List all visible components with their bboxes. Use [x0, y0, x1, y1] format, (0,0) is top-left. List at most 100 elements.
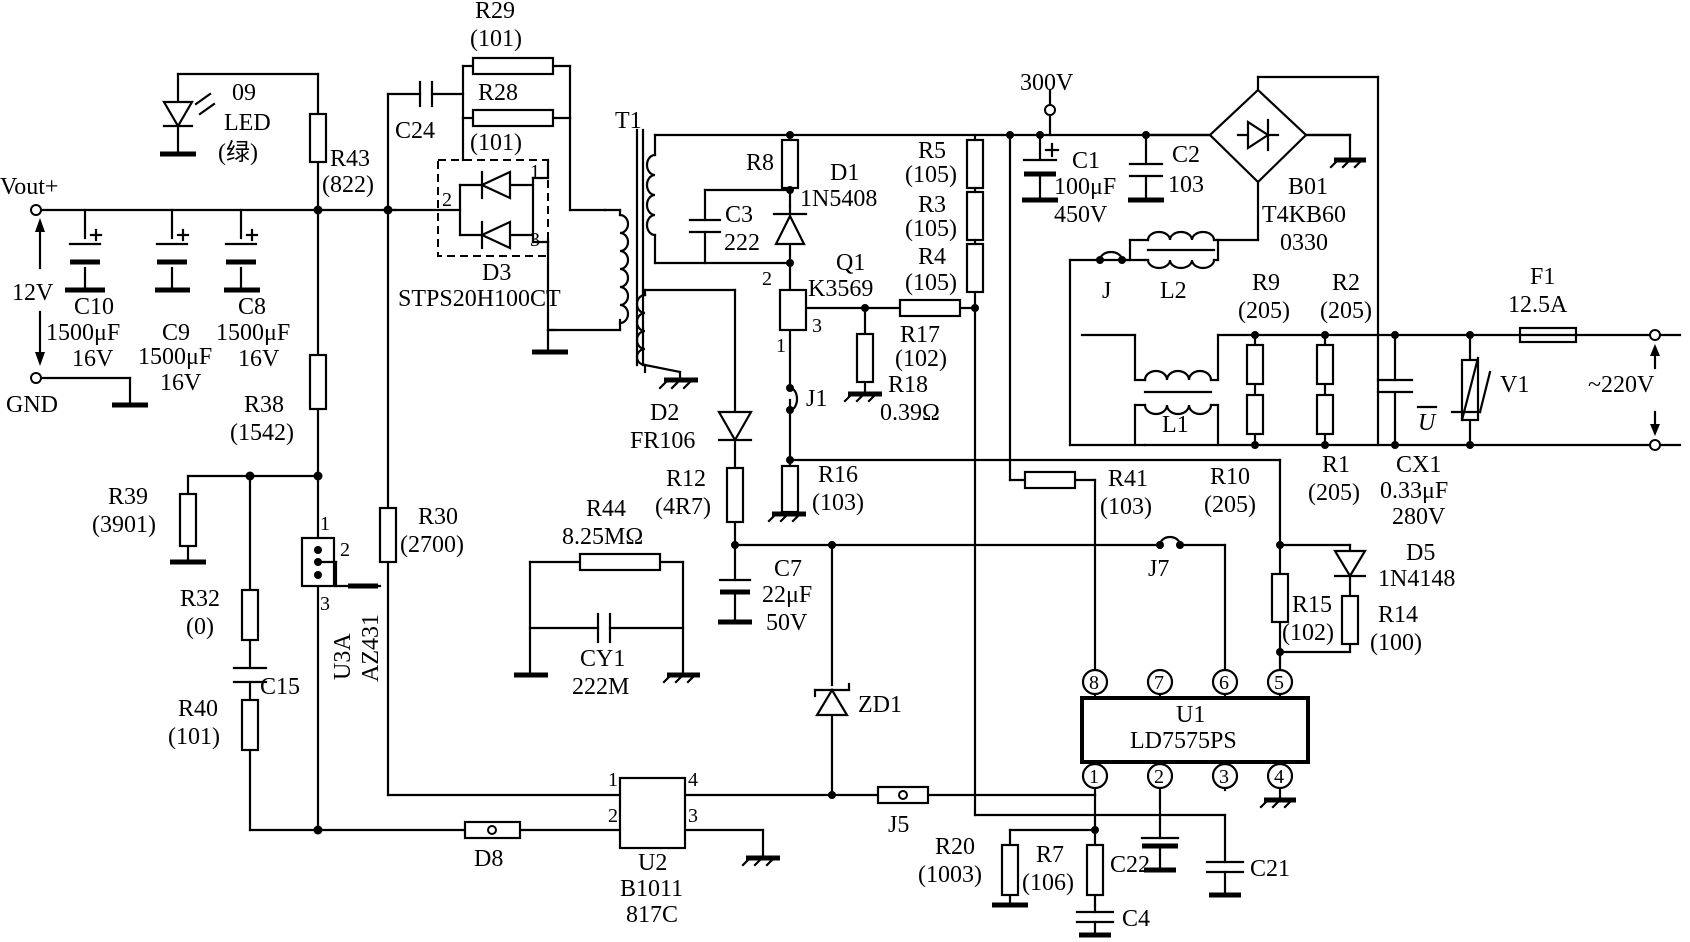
resistor-r8	[780, 138, 800, 190]
label-d3-pin2: 2	[442, 189, 452, 211]
transformer-t1-secondary	[618, 213, 630, 325]
resistor-r28	[471, 108, 555, 128]
label-r29: R29	[475, 0, 515, 24]
label-c2: C2	[1172, 142, 1200, 168]
label-j5: J5	[888, 812, 909, 838]
label-r32: R32	[180, 586, 220, 612]
diode-d2	[717, 410, 753, 443]
label-j7: J7	[1148, 556, 1169, 582]
label-q1: Q1	[836, 250, 865, 276]
diode-d5	[1333, 549, 1367, 579]
label-d2-part: FR106	[630, 428, 695, 454]
label-r40-value: (101)	[168, 724, 220, 750]
label-r1-value: (205)	[1308, 480, 1360, 506]
label-c9-voltage: 16V	[160, 370, 202, 396]
resistor-r3	[965, 190, 985, 242]
label-r39-value: (3901)	[92, 512, 156, 538]
label-c7-value: 22μF	[762, 582, 812, 608]
label-u2-pin3: 3	[688, 805, 698, 827]
label-c9-value: 1500μF	[138, 344, 212, 370]
label-d3: D3	[482, 260, 511, 286]
label-u3a-pin1: 1	[320, 513, 330, 535]
label-d8: D8	[474, 846, 503, 872]
label-r4-value: (105)	[905, 270, 957, 296]
labels: R29 (101) R28 (101) C24 09 LED (绿) R43 (…	[0, 0, 1655, 932]
resistor-r44	[578, 552, 662, 572]
label-u1-pin3: 3	[1219, 766, 1229, 788]
label-d2: D2	[650, 400, 679, 426]
label-c15: C15	[260, 674, 300, 700]
resistor-r1	[1315, 393, 1335, 436]
regulator-u3a	[300, 536, 378, 589]
label-u2-pin1: 1	[608, 769, 618, 791]
label-r9-value: (205)	[1238, 298, 1290, 324]
label-r9: R9	[1252, 270, 1280, 296]
label-cx1: CX1	[1396, 452, 1441, 478]
label-c1-voltage: 450V	[1054, 202, 1108, 228]
label-r16: R16	[818, 462, 858, 488]
label-u2-part: B1011	[620, 876, 683, 902]
label-r28: R28	[478, 80, 518, 106]
label-c9: C9	[162, 320, 190, 346]
jumper-j	[1096, 238, 1132, 264]
resistor-r9b	[1245, 393, 1265, 436]
label-c3: C3	[725, 202, 753, 228]
label-cx1-voltage: 280V	[1392, 504, 1446, 530]
label-t1: T1	[615, 108, 642, 134]
terminal-ac-n	[1649, 439, 1661, 451]
resistor-r20	[1000, 843, 1020, 897]
capacitor-c22	[1140, 836, 1180, 873]
label-q1-pin3: 3	[812, 315, 822, 337]
resistor-r40	[240, 698, 260, 752]
label-c7: C7	[774, 556, 802, 582]
label-r32-value: (0)	[186, 614, 214, 640]
label-u2-pin4: 4	[688, 769, 698, 791]
label-r38: R38	[244, 392, 284, 418]
label-300v: 300V	[1020, 70, 1074, 96]
label-u1-pin8: 8	[1089, 672, 1099, 694]
label-r3: R3	[918, 192, 946, 218]
label-u1-pin5: 5	[1274, 672, 1284, 694]
resistor-r4	[965, 242, 985, 294]
bridge-rectifier-b01	[1144, 88, 1308, 184]
resistor-r14	[1340, 594, 1360, 646]
label-u3a-pin3: 3	[320, 593, 330, 615]
resistor-r30	[378, 506, 398, 564]
terminal-gnd	[30, 372, 42, 384]
label-led: LED	[224, 110, 271, 136]
label-f1: F1	[1530, 264, 1555, 290]
label-r5-value: (105)	[905, 162, 957, 188]
label-r5: R5	[918, 138, 946, 164]
label-u1-pin6: 6	[1219, 672, 1229, 694]
label-c22: C22	[1110, 852, 1150, 878]
wires	[38, 64, 1682, 914]
label-j: J	[1102, 278, 1111, 304]
label-r3-value: (105)	[905, 216, 957, 242]
jumper-j7	[1156, 535, 1184, 549]
label-r16-value: (103)	[812, 490, 864, 516]
label-r4: R4	[918, 244, 946, 270]
label-q1-part: K3569	[808, 276, 873, 302]
label-r43-value: (822)	[322, 172, 374, 198]
label-c1: C1	[1072, 148, 1100, 174]
capacitor-c10	[65, 228, 105, 293]
label-zd1: ZD1	[858, 692, 902, 718]
resistor-r38	[308, 353, 328, 411]
label-r39: R39	[108, 484, 148, 510]
components	[30, 56, 1661, 938]
label-f1-value: 12.5A	[1508, 292, 1568, 318]
label-led-color: (绿)	[218, 139, 258, 166]
label-varistor-u: U	[1418, 410, 1437, 436]
label-r44: R44	[586, 496, 626, 522]
label-r18-value: 0.39Ω	[880, 400, 940, 426]
label-r8: R8	[746, 150, 774, 176]
transformer-t1-primary	[645, 153, 657, 237]
label-r30: R30	[418, 504, 458, 530]
label-c10-value: 1500μF	[46, 320, 120, 346]
inductor-l2	[1128, 230, 1220, 270]
label-r20: R20	[935, 834, 975, 860]
resistor-r43	[308, 112, 328, 164]
label-cx1-value: 0.33μF	[1380, 478, 1448, 504]
label-r40: R40	[178, 696, 218, 722]
label-c4: C4	[1122, 906, 1150, 932]
